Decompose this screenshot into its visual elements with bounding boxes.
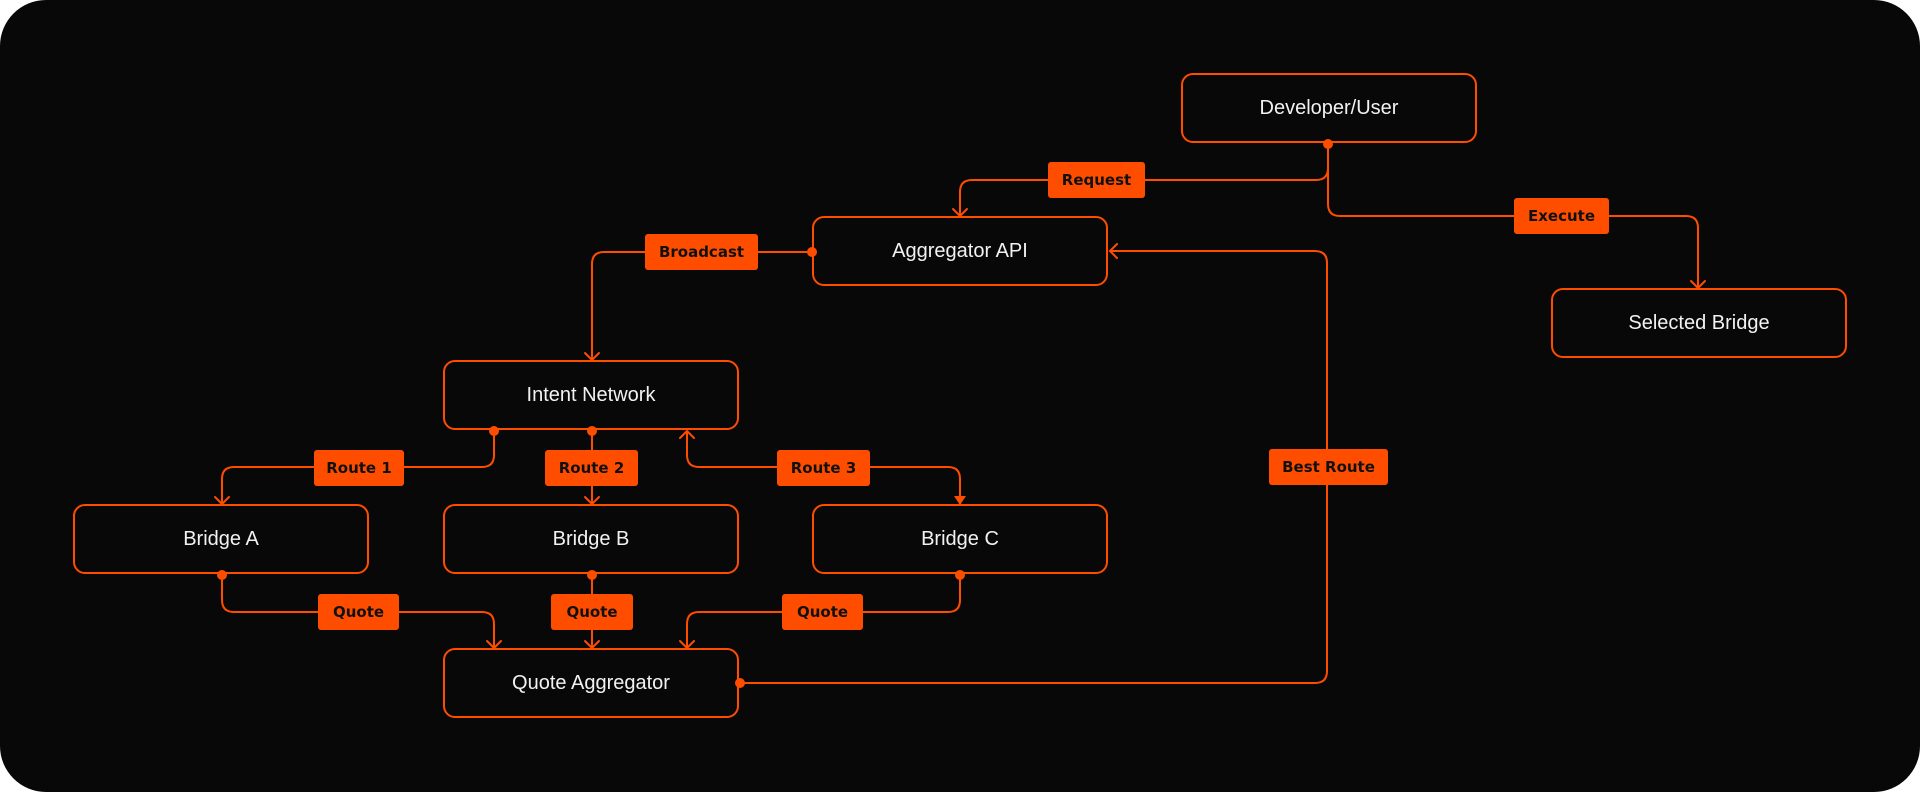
- node-bridge-b: Bridge B: [443, 504, 739, 574]
- label-route-1: Route 1: [314, 450, 404, 486]
- arrowhead-best-route: [1109, 243, 1118, 259]
- node-aggregator-api: Aggregator API: [812, 216, 1108, 286]
- label-quote-b: Quote: [551, 594, 633, 630]
- edge-broadcast: [591, 251, 812, 360]
- node-developer-user: Developer/User: [1181, 73, 1477, 143]
- arrowhead-route3-up: [679, 430, 695, 439]
- label-quote-c: Quote: [782, 594, 863, 630]
- node-bridge-c: Bridge C: [812, 504, 1108, 574]
- arrowhead-route3-down: [954, 496, 966, 505]
- node-bridge-a: Bridge A: [73, 504, 369, 574]
- node-quote-aggregator: Quote Aggregator: [443, 648, 739, 718]
- label-route-2: Route 2: [545, 450, 638, 486]
- edge-execute: [1327, 144, 1699, 288]
- node-selected-bridge: Selected Bridge: [1551, 288, 1847, 358]
- node-intent-network: Intent Network: [443, 360, 739, 430]
- label-best-route: Best Route: [1269, 449, 1388, 485]
- label-execute: Execute: [1514, 198, 1609, 234]
- label-route-3: Route 3: [777, 450, 870, 486]
- label-quote-a: Quote: [318, 594, 399, 630]
- label-broadcast: Broadcast: [645, 234, 758, 270]
- label-request: Request: [1048, 162, 1145, 198]
